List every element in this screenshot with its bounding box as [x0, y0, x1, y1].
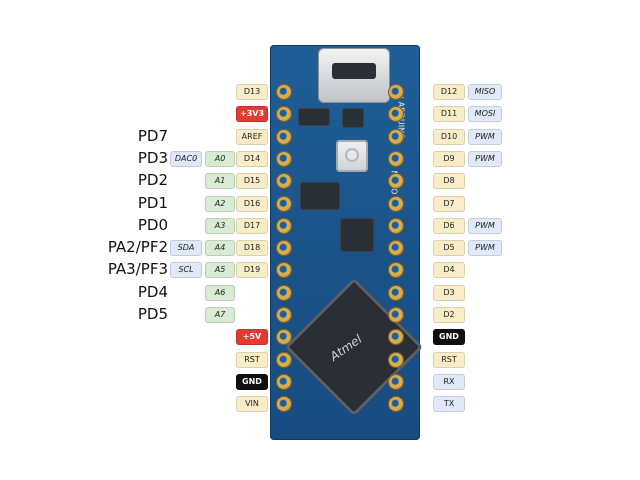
left-header-pin-10	[276, 284, 292, 301]
left-header-pin-6	[276, 195, 292, 212]
left-pin-func1-7: A3	[205, 217, 235, 234]
left-pin-label-14: GND	[236, 373, 268, 390]
right-header-pin-13	[388, 351, 404, 368]
right-pin-func-1: MISO	[468, 84, 502, 100]
right-header-pin-5	[388, 173, 404, 190]
left-pin-label-9: D19	[236, 262, 268, 279]
right-pin-label-3: D10	[433, 128, 465, 145]
left-pin-func2-8: SDA	[170, 240, 202, 257]
left-header-pin-1	[276, 84, 292, 100]
right-pin-func-4: PWM	[468, 150, 502, 167]
left-pin-func1-8: A4	[205, 240, 235, 257]
left-pin-label-15: VIN	[236, 396, 268, 413]
right-pin-func-3: PWM	[468, 128, 502, 145]
left-pin-label-13: RST	[236, 351, 268, 368]
left-header-pin-12	[276, 329, 292, 346]
right-pin-label-15: TX	[433, 396, 465, 413]
left-pin-label-5: D15	[236, 173, 268, 190]
left-pin-port-11: PD5	[137, 305, 168, 323]
right-header-pin-2	[388, 106, 404, 123]
left-pin-func2-9: SCL	[170, 262, 202, 279]
right-header-pin-14	[388, 373, 404, 390]
right-pin-label-12: GND	[433, 329, 465, 346]
left-pin-label-3: AREF	[236, 128, 268, 145]
left-header-pin-5	[276, 173, 292, 190]
left-header-pin-4	[276, 150, 292, 167]
left-pin-label-1: D13	[236, 84, 268, 100]
left-header-pin-2	[276, 106, 292, 123]
left-pin-func2-4: DAC0	[170, 150, 202, 167]
right-header-pin-15	[388, 396, 404, 413]
left-pin-port-3: PD7	[137, 126, 168, 145]
left-pin-label-2: +3V3	[236, 106, 268, 123]
reset-button-cap	[345, 148, 359, 162]
left-header-pin-14	[276, 373, 292, 390]
left-pin-label-8: D18	[236, 240, 268, 257]
right-header-pin-11	[388, 307, 404, 323]
right-pin-label-6: D7	[433, 195, 465, 212]
right-pin-label-7: D6	[433, 217, 465, 234]
left-header-pin-11	[276, 307, 292, 323]
right-pin-label-1: D12	[433, 84, 465, 100]
right-header-pin-12	[388, 329, 404, 346]
left-pin-port-4: PD3	[137, 148, 168, 167]
left-pin-label-12: +5V	[236, 329, 268, 346]
left-pin-label-6: D16	[236, 195, 268, 212]
left-pin-port-5: PD2	[137, 171, 168, 190]
right-header-pin-3	[388, 128, 404, 145]
board-ic-middle-left	[300, 182, 340, 210]
right-pin-label-11: D2	[433, 307, 465, 323]
right-pin-label-14: RX	[433, 373, 465, 390]
left-pin-label-7: D17	[236, 217, 268, 234]
left-header-pin-9	[276, 262, 292, 279]
right-pin-func-8: PWM	[468, 240, 502, 257]
right-header-pin-1	[388, 84, 404, 100]
board-ic-top-right	[342, 108, 364, 128]
right-header-pin-4	[388, 150, 404, 167]
board-ic-top-left	[298, 108, 330, 126]
right-header-pin-9	[388, 262, 404, 279]
left-pin-func1-4: A0	[205, 150, 235, 167]
usb-port-opening	[332, 63, 376, 79]
right-pin-label-5: D8	[433, 173, 465, 190]
right-header-pin-10	[388, 284, 404, 301]
left-pin-port-8: PA2/PF2	[107, 238, 168, 257]
left-pin-port-6: PD1	[137, 193, 168, 212]
left-pin-func1-10: A6	[205, 284, 235, 301]
left-header-pin-3	[276, 128, 292, 145]
left-pin-func1-9: A5	[205, 262, 235, 279]
left-pin-func1-11: A7	[205, 307, 235, 323]
right-header-pin-8	[388, 240, 404, 257]
left-header-pin-8	[276, 240, 292, 257]
left-pin-func1-6: A2	[205, 195, 235, 212]
left-pin-port-9: PA3/PF3	[107, 260, 168, 279]
right-pin-label-13: RST	[433, 351, 465, 368]
left-header-pin-15	[276, 396, 292, 413]
right-header-pin-7	[388, 217, 404, 234]
right-pin-label-4: D9	[433, 150, 465, 167]
right-pin-label-9: D4	[433, 262, 465, 279]
left-header-pin-13	[276, 351, 292, 368]
right-header-pin-6	[388, 195, 404, 212]
right-pin-label-10: D3	[433, 284, 465, 301]
board-ic-middle	[340, 218, 374, 252]
right-pin-func-2: MOSI	[468, 106, 502, 123]
left-pin-label-4: D14	[236, 150, 268, 167]
left-pin-port-10: PD4	[137, 282, 168, 301]
right-pin-func-7: PWM	[468, 217, 502, 234]
right-pin-label-8: D5	[433, 240, 465, 257]
left-header-pin-7	[276, 217, 292, 234]
right-pin-label-2: D11	[433, 106, 465, 123]
left-pin-port-7: PD0	[137, 215, 168, 234]
left-pin-func1-5: A1	[205, 173, 235, 190]
